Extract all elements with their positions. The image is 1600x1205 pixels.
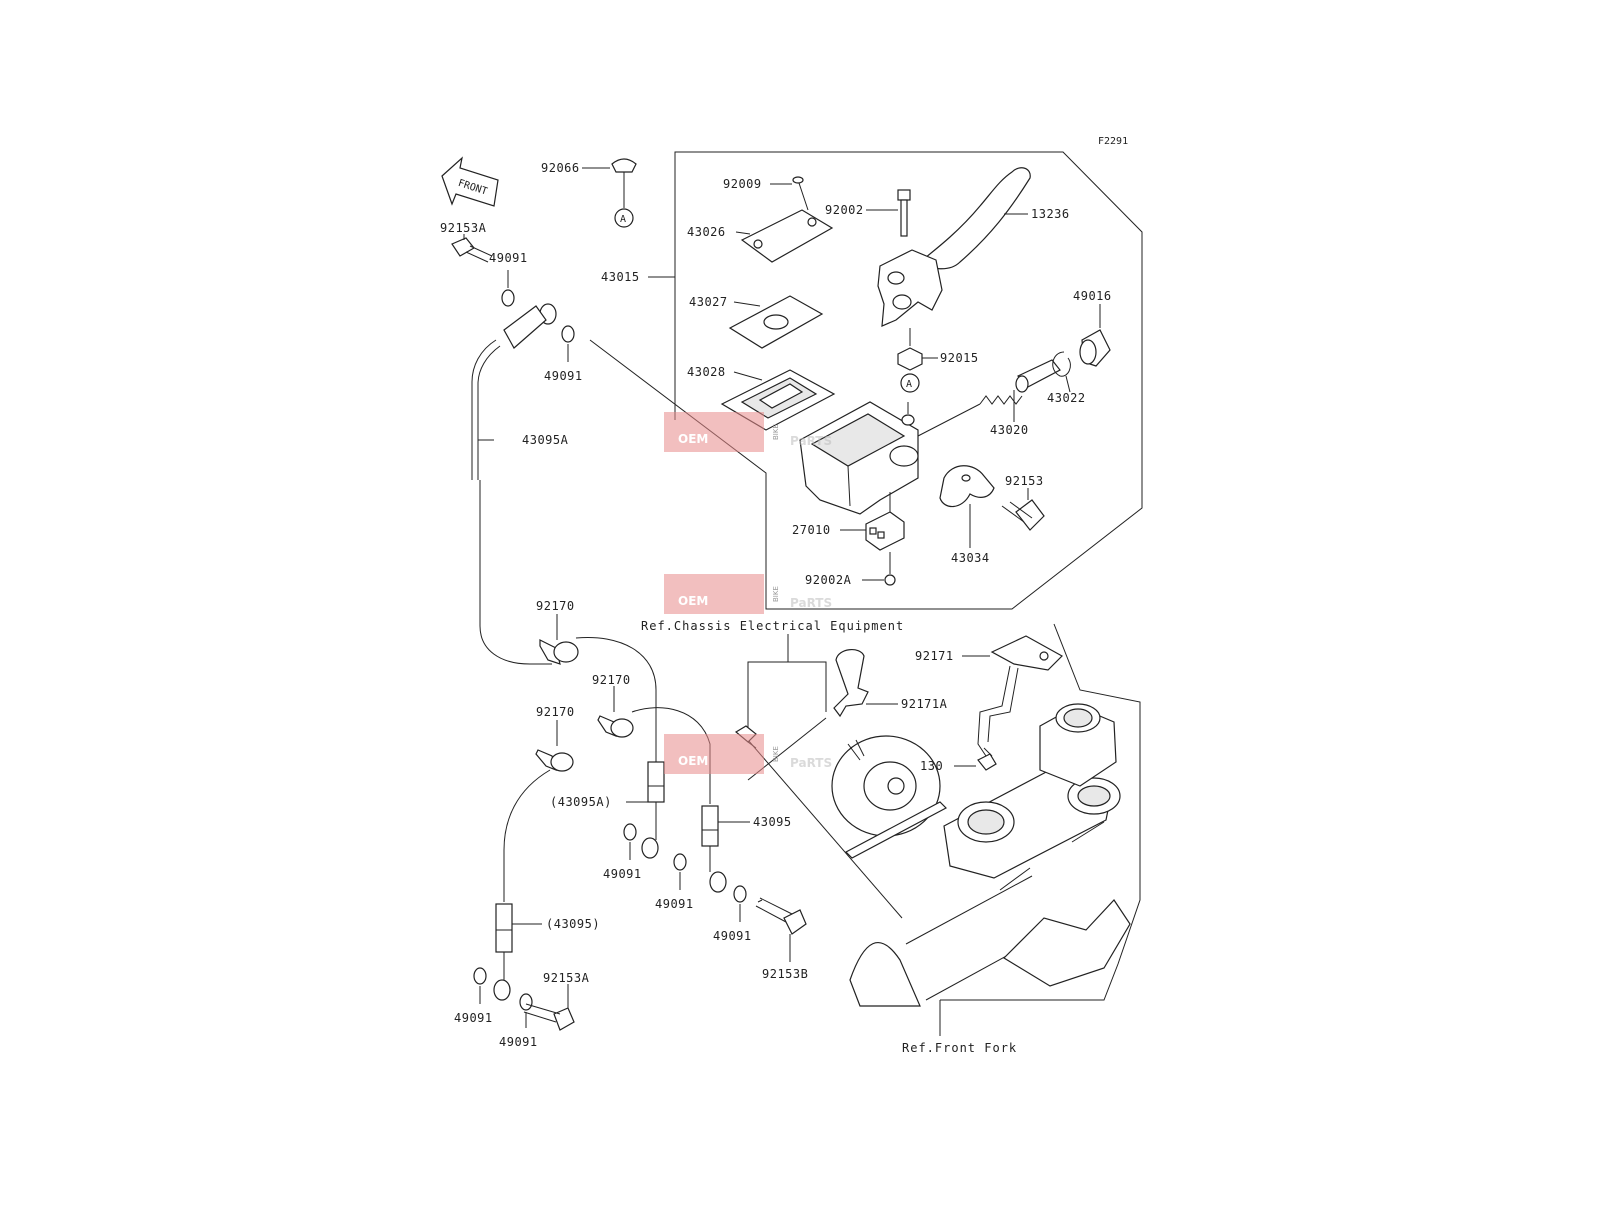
watermark-3: OEM PaRTS BIKE — [664, 734, 832, 774]
part-92171A-bracket — [833, 649, 898, 718]
ref-chassis-electrical: Ref.Chassis Electrical Equipment — [641, 619, 904, 633]
part-13236-lever — [877, 167, 1031, 327]
svg-text:BIKE: BIKE — [772, 586, 780, 602]
label-92002: 92002 — [825, 203, 864, 217]
watermark-2: OEM PaRTS BIKE — [664, 574, 832, 614]
label-43015: 43015 — [601, 270, 640, 284]
part-92153-bolt — [1001, 488, 1045, 531]
part-92153A-top-bolt — [451, 234, 493, 263]
label-92170-b: 92170 — [592, 673, 631, 687]
label-92171A: 92171A — [901, 697, 948, 711]
label-49091-e: 49091 — [713, 929, 752, 943]
part-130-bolt — [954, 747, 997, 771]
callout-a-left: A — [620, 214, 626, 225]
label-43028: 43028 — [687, 365, 726, 379]
washer-49091-e — [733, 885, 747, 903]
part-43027-plate — [728, 295, 824, 349]
label-92066: 92066 — [541, 161, 580, 175]
label-130: 130 — [920, 759, 943, 773]
master-cylinder-body — [799, 401, 919, 515]
washer-49091-a — [501, 289, 515, 307]
label-43026: 43026 — [687, 225, 726, 239]
washer-49091-f — [473, 967, 487, 985]
label-49091-g: 49091 — [499, 1035, 538, 1049]
hose-end-43095A — [626, 761, 665, 859]
part-92015-nut — [897, 328, 938, 371]
label-92153A-top: 92153A — [440, 221, 487, 235]
label-43034: 43034 — [951, 551, 990, 565]
master-cylinder-group-outline — [589, 151, 1143, 610]
washer-49091-b — [561, 325, 575, 343]
label-92009: 92009 — [723, 177, 762, 191]
part-43020-piston — [917, 359, 1061, 437]
label-27010: 27010 — [792, 523, 831, 537]
label-92153B: 92153B — [762, 967, 808, 981]
callout-a-circle-left — [614, 208, 634, 228]
svg-text:BIKE: BIKE — [772, 424, 780, 440]
part-43026-cover — [735, 209, 834, 263]
part-43034-clamp — [939, 465, 995, 548]
svg-text:OEM: OEM — [678, 594, 708, 608]
label-92153: 92153 — [1005, 474, 1044, 488]
label-92170-a: 92170 — [536, 599, 575, 613]
callout-a-right: A — [906, 379, 912, 390]
callout-a-circle-right — [900, 373, 920, 393]
part-92009-screw — [770, 176, 809, 211]
label-92153A-bottom: 92153A — [543, 971, 590, 985]
part-27010-switch — [840, 492, 905, 551]
label-49091-a: 49091 — [489, 251, 528, 265]
washer-49091-c — [623, 823, 637, 841]
part-92002-pivot-bolt — [866, 189, 911, 237]
clamp-92170-c — [503, 720, 574, 902]
label-13236: 13236 — [1031, 207, 1070, 221]
label-43022: 43022 — [1047, 391, 1086, 405]
svg-text:OEM: OEM — [678, 754, 708, 768]
svg-text:BIKE: BIKE — [772, 746, 780, 762]
part-49016-boot — [1079, 304, 1111, 367]
label-43095A: 43095A — [522, 433, 569, 447]
washer-49091-d — [673, 853, 687, 871]
label-49016: 49016 — [1073, 289, 1112, 303]
label-92170-c: 92170 — [536, 705, 575, 719]
watermark-1: OEM PaRTS BIKE — [664, 412, 832, 452]
label-43095-paren: (43095) — [546, 917, 600, 931]
hose-43095A — [471, 303, 657, 788]
part-92153B-bolt — [755, 897, 807, 962]
svg-text:OEM: OEM — [678, 432, 708, 446]
svg-text:PaRTS: PaRTS — [790, 596, 832, 610]
label-92002A: 92002A — [805, 573, 852, 587]
washer-49091-g — [519, 993, 533, 1011]
svg-text:PaRTS: PaRTS — [790, 756, 832, 770]
front-fork-assembly — [849, 623, 1141, 1036]
label-43095: 43095 — [753, 815, 792, 829]
figure-code: F2291 — [1098, 136, 1128, 147]
hose-end-43095-lower — [493, 903, 542, 1001]
label-49091-b: 49091 — [544, 369, 583, 383]
hose-end-43095 — [701, 805, 750, 893]
label-49091-d: 49091 — [655, 897, 694, 911]
clamp-92170-a — [539, 614, 579, 665]
svg-text:PaRTS: PaRTS — [790, 434, 832, 448]
label-43027: 43027 — [689, 295, 728, 309]
part-92002A-screw — [862, 552, 896, 586]
label-43095A-paren: (43095A) — [550, 795, 612, 809]
front-arrow-icon: FRONT — [441, 156, 499, 207]
label-92171: 92171 — [915, 649, 954, 663]
part-92171-bracket — [962, 635, 1063, 757]
label-49091-c: 49091 — [603, 867, 642, 881]
part-horn — [831, 735, 947, 859]
part-92066-cap — [582, 158, 637, 228]
part-43022-circlip — [1052, 351, 1071, 393]
label-43020: 43020 — [990, 423, 1029, 437]
label-92015: 92015 — [940, 351, 979, 365]
ref-front-fork: Ref.Front Fork — [902, 1041, 1017, 1055]
label-49091-f: 49091 — [454, 1011, 493, 1025]
part-92153A-bottom-bolt — [523, 984, 575, 1031]
